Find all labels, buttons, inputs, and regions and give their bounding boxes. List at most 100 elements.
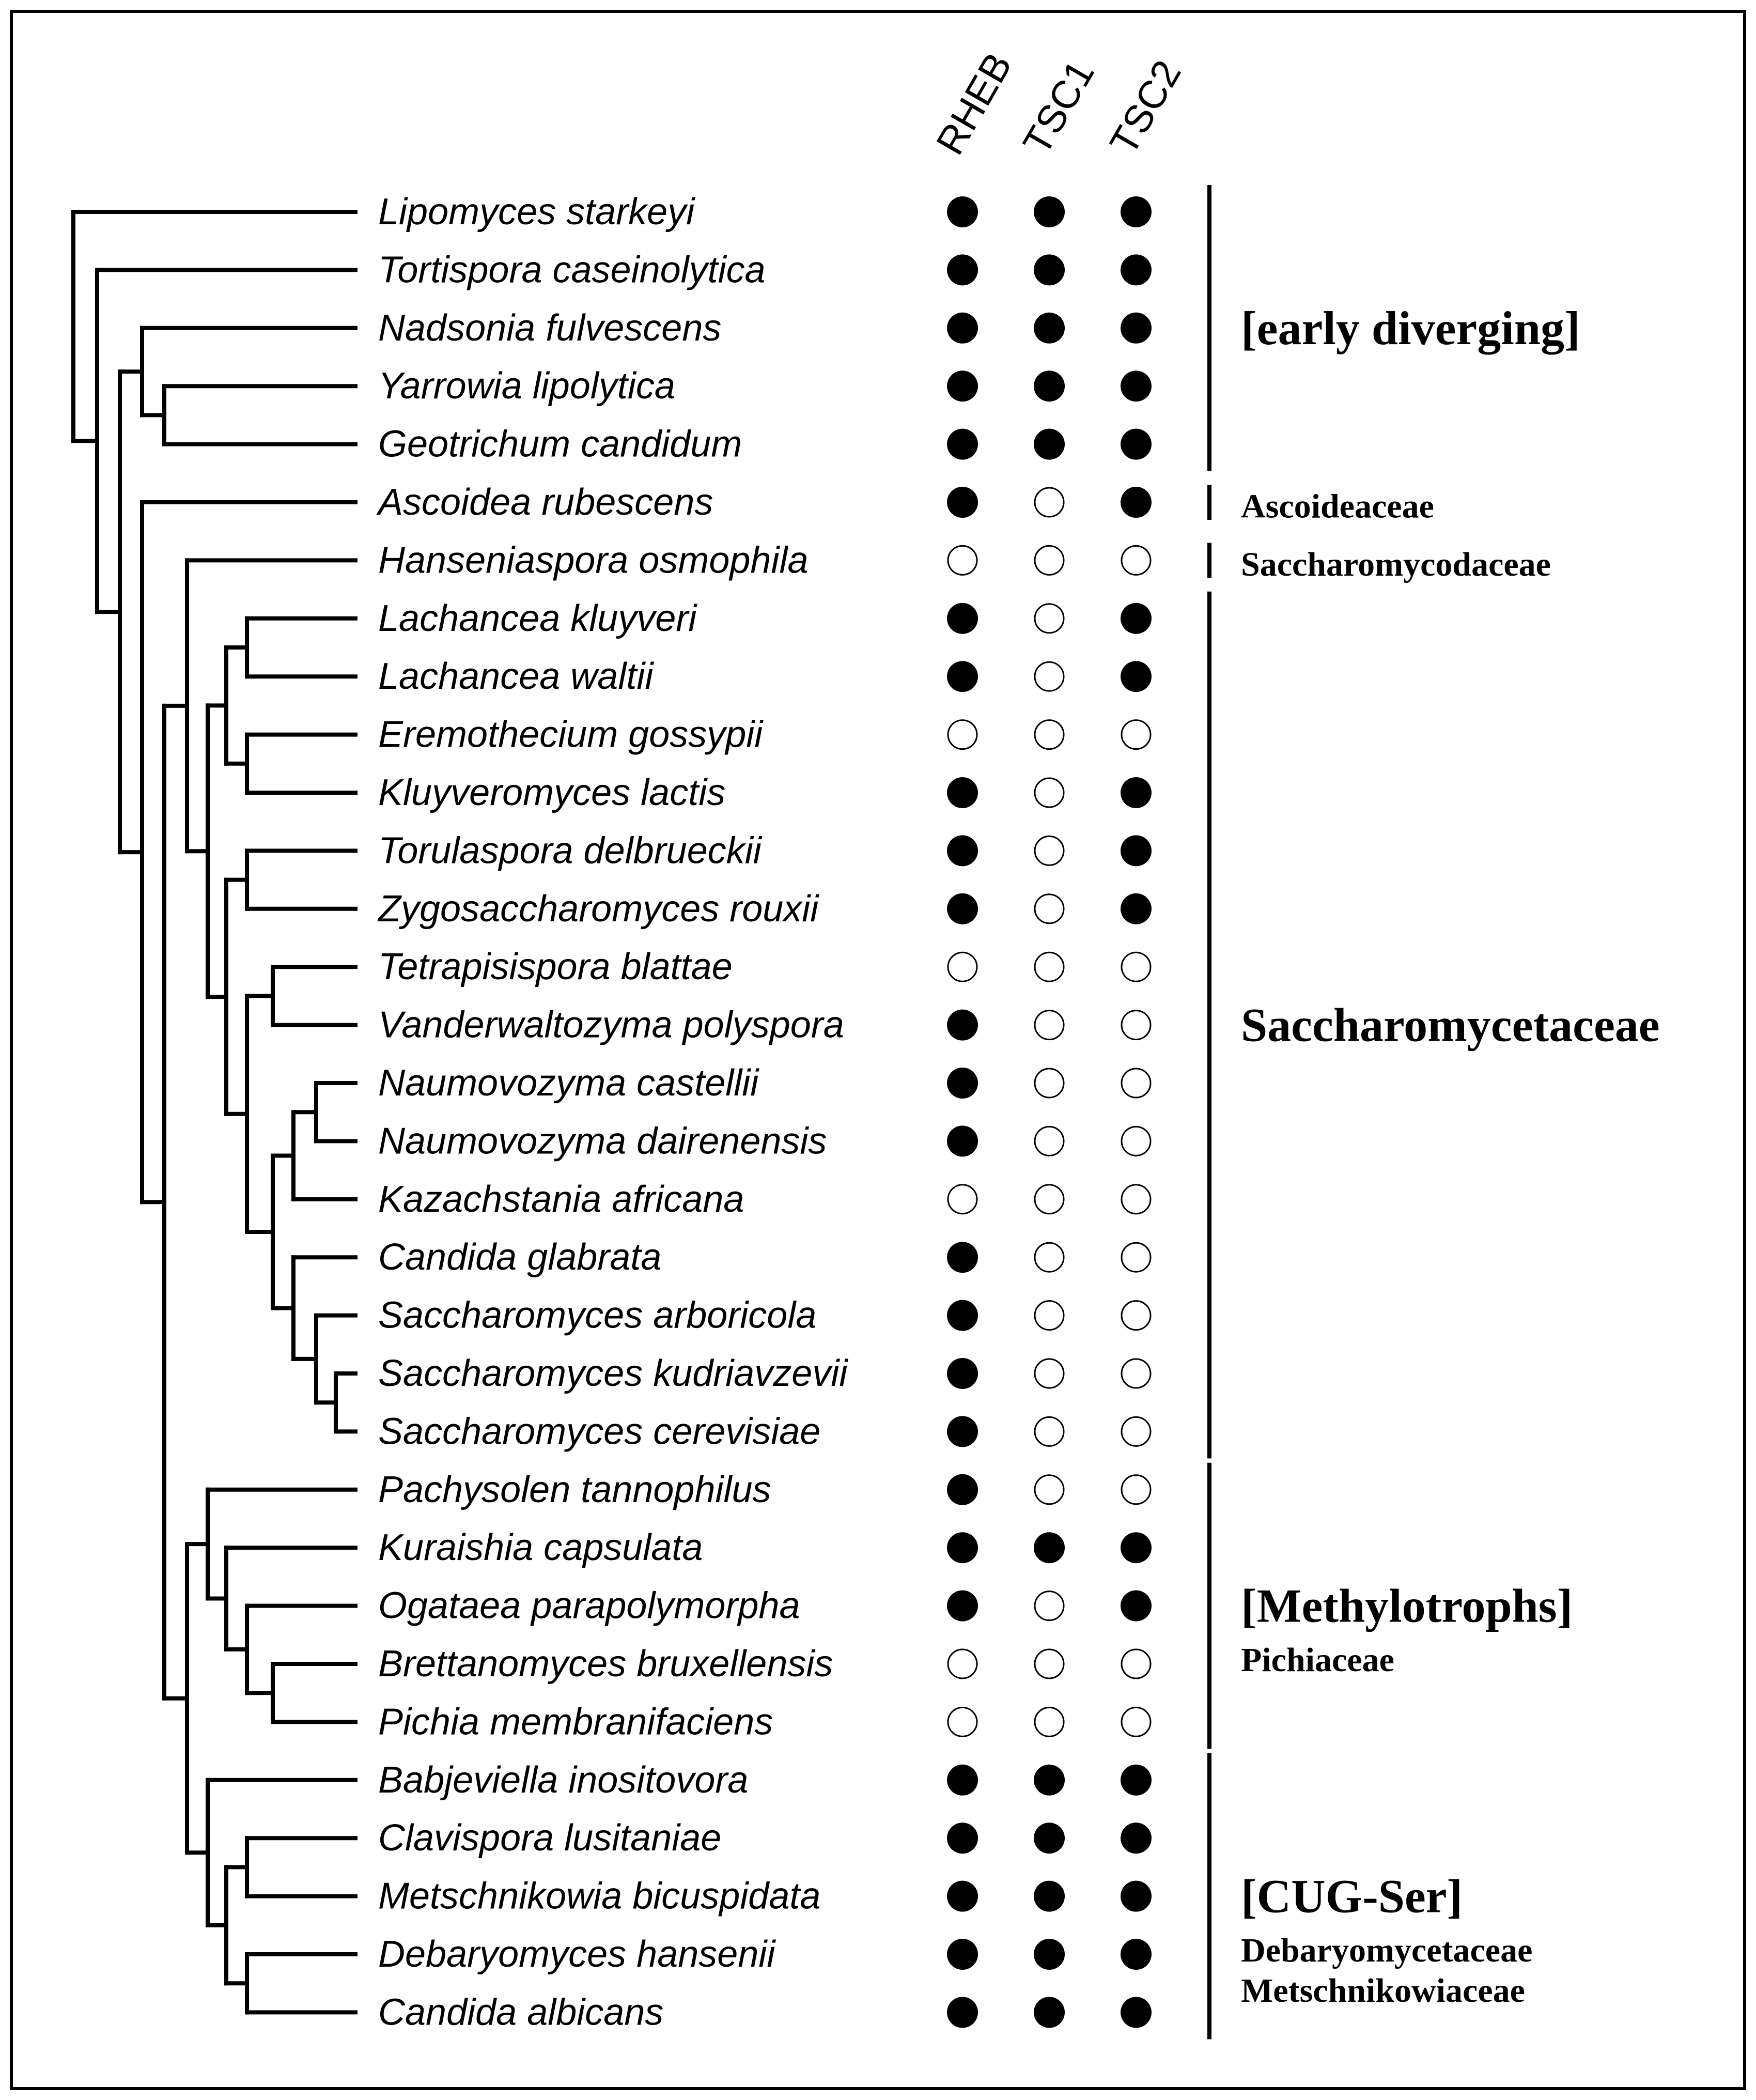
present-dot xyxy=(947,1242,978,1273)
absent-dot xyxy=(1034,1474,1065,1505)
absent-dot xyxy=(947,719,978,750)
species-label: Metschnikowia bicuspidata xyxy=(378,1876,820,1917)
absent-dot xyxy=(1121,545,1152,576)
species-label: Ogataea parapolymorpha xyxy=(378,1585,800,1627)
absent-dot xyxy=(1034,777,1065,808)
absent-dot xyxy=(1034,545,1065,576)
present-dot xyxy=(1121,777,1152,808)
present-dot xyxy=(1121,1880,1152,1912)
absent-dot xyxy=(1121,1068,1152,1099)
species-label: Yarrowia lipolytica xyxy=(378,365,675,407)
present-dot xyxy=(947,1300,978,1331)
present-dot xyxy=(1034,312,1065,344)
present-dot xyxy=(947,487,978,518)
present-dot xyxy=(947,1416,978,1447)
present-dot xyxy=(1121,1590,1152,1622)
species-label: Lachancea kluyveri xyxy=(378,598,697,639)
species-label: Pichia membranifaciens xyxy=(378,1701,773,1742)
present-dot xyxy=(1121,661,1152,692)
present-dot xyxy=(1121,1532,1152,1564)
group-label: Metschnikowiaceae xyxy=(1241,1972,1525,2010)
present-dot xyxy=(1034,1939,1065,1970)
present-dot xyxy=(947,254,978,286)
absent-dot xyxy=(1034,1242,1065,1273)
absent-dot xyxy=(947,1706,978,1737)
present-dot xyxy=(947,1125,978,1157)
present-dot xyxy=(1034,1532,1065,1564)
phylogenetic-tree xyxy=(71,210,358,2015)
absent-dot xyxy=(947,1184,978,1215)
present-dot xyxy=(947,1009,978,1041)
present-dot xyxy=(947,428,978,460)
species-label: Tortispora caseinolytica xyxy=(378,249,766,290)
present-dot xyxy=(1121,835,1152,867)
species-label: Vanderwaltozyma polyspora xyxy=(378,1005,844,1046)
absent-dot xyxy=(1121,1706,1152,1737)
present-dot xyxy=(947,1997,978,2028)
species-label: Brettanomyces bruxellensis xyxy=(378,1643,833,1685)
species-label: Naumovozyma castellii xyxy=(378,1062,759,1104)
present-dot xyxy=(947,1474,978,1505)
species-label: Debaryomyces hansenii xyxy=(378,1934,776,1975)
species-label: Saccharomyces kudriavzevii xyxy=(378,1353,848,1394)
absent-dot xyxy=(947,545,978,576)
absent-dot xyxy=(1034,603,1065,634)
species-label: Saccharomyces cerevisiae xyxy=(378,1411,820,1452)
absent-dot xyxy=(1121,1010,1152,1041)
absent-dot xyxy=(1034,951,1065,982)
present-dot xyxy=(947,312,978,344)
absent-dot xyxy=(1034,893,1065,924)
species-label: Eremothecium gossypii xyxy=(378,714,764,755)
absent-dot xyxy=(1034,719,1065,750)
present-dot xyxy=(1034,428,1065,460)
species-label: Hanseniaspora osmophila xyxy=(378,539,809,581)
absent-dot xyxy=(1121,1358,1152,1389)
group-label: Pichiaceae xyxy=(1241,1641,1394,1679)
present-dot xyxy=(1121,1823,1152,1854)
present-dot xyxy=(1034,196,1065,227)
present-dot xyxy=(1121,487,1152,518)
present-dot xyxy=(1121,1764,1152,1796)
species-label: Tetrapisispora blattae xyxy=(378,946,733,987)
absent-dot xyxy=(1034,487,1065,518)
absent-dot xyxy=(1034,1416,1065,1447)
species-label: Zygosaccharomyces rouxii xyxy=(377,888,819,930)
absent-dot xyxy=(1121,1474,1152,1505)
taxonomic-groups: [early diverging]AscoideaceaeSaccharomyc… xyxy=(1207,185,1660,2040)
present-dot xyxy=(947,196,978,227)
present-dot xyxy=(947,835,978,867)
present-dot xyxy=(1121,1939,1152,1970)
present-dot xyxy=(947,1764,978,1796)
absent-dot xyxy=(1121,951,1152,982)
species-label: Babjeviella inositovora xyxy=(378,1759,748,1801)
present-dot xyxy=(947,893,978,924)
group-label: [CUG-Ser] xyxy=(1241,1870,1463,1923)
present-dot xyxy=(1121,312,1152,344)
species-label: Lipomyces starkeyi xyxy=(378,191,695,233)
species-label: Candida glabrata xyxy=(378,1237,661,1278)
group-label: [Methylotrophs] xyxy=(1241,1580,1573,1632)
present-dot xyxy=(947,603,978,634)
group-label: Debaryomycetaceae xyxy=(1241,1932,1532,1969)
absent-dot xyxy=(1121,1184,1152,1215)
absent-dot xyxy=(1034,1125,1065,1156)
present-dot xyxy=(1034,1823,1065,1854)
present-dot xyxy=(947,1590,978,1622)
present-dot xyxy=(947,370,978,402)
present-dot xyxy=(1034,1764,1065,1796)
figure-border xyxy=(10,10,1746,2090)
present-dot xyxy=(1121,196,1152,227)
species-label: Geotrichum candidum xyxy=(378,424,742,465)
present-dot xyxy=(947,1068,978,1099)
present-dot xyxy=(947,777,978,808)
presence-matrix xyxy=(947,196,1152,2028)
species-label: Kuraishia capsulata xyxy=(378,1527,703,1568)
species-label: Kluyveromyces lactis xyxy=(378,772,725,813)
species-label: Naumovozyma dairenensis xyxy=(378,1120,827,1162)
group-label: Ascoideaceae xyxy=(1241,488,1434,526)
species-label: Ascoidea rubescens xyxy=(376,482,713,523)
present-dot xyxy=(1034,1880,1065,1912)
absent-dot xyxy=(1034,1358,1065,1389)
present-dot xyxy=(1121,893,1152,924)
